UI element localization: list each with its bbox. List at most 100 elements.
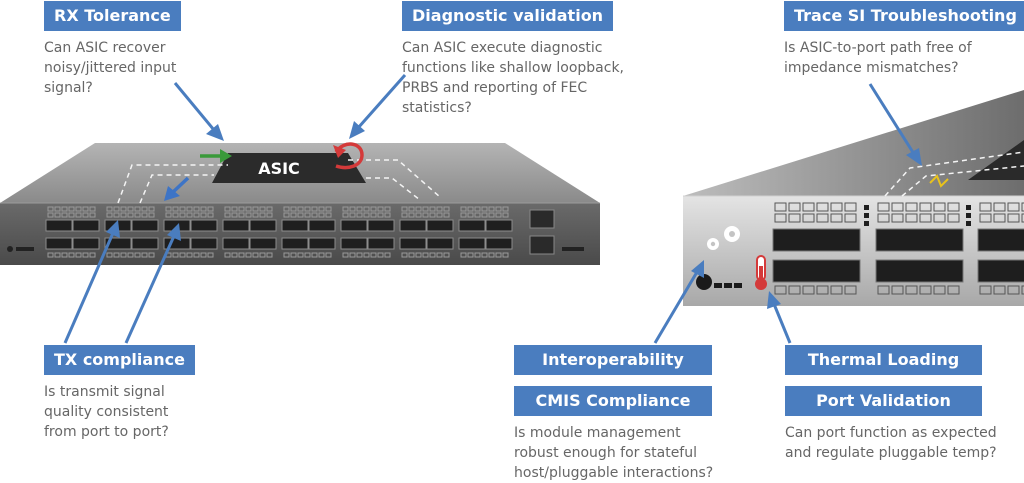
rx-tolerance-description: Can ASIC recover noisy/jittered input si… xyxy=(44,38,214,98)
port-cage xyxy=(89,212,96,218)
port-cage xyxy=(297,212,304,218)
port-cage xyxy=(325,252,332,258)
diagnostic-validation-description: Can ASIC execute diagnostic functions li… xyxy=(402,38,642,118)
asic-label: ASIC xyxy=(258,159,300,178)
port-cage xyxy=(266,212,273,218)
trace-dashed xyxy=(901,165,1024,197)
trace-dashed xyxy=(366,177,421,201)
right-switch xyxy=(683,90,1024,306)
port-cage xyxy=(290,212,297,218)
port-cage xyxy=(377,206,384,212)
port-cage xyxy=(297,252,304,258)
desc-line: Can port function as expected xyxy=(785,425,997,441)
port-cage xyxy=(89,252,96,258)
port-cage xyxy=(283,206,290,212)
port-cage xyxy=(429,212,436,218)
port-cage xyxy=(290,252,297,258)
port-cage xyxy=(283,212,290,218)
port-cage xyxy=(370,206,377,212)
left-switch: ASIC xyxy=(0,142,600,265)
desc-line: from port to port? xyxy=(44,424,169,440)
port-cage xyxy=(106,212,113,218)
trace-dashed xyxy=(348,159,441,198)
port-cage xyxy=(259,206,266,212)
port-cage xyxy=(207,212,214,218)
port-cage xyxy=(72,237,100,250)
port-cage xyxy=(933,213,946,223)
port-cage xyxy=(474,206,481,212)
port-cage xyxy=(259,212,266,218)
port-cage xyxy=(148,252,155,258)
port-cage xyxy=(308,237,336,250)
port-cage xyxy=(259,252,266,258)
desc-line: and regulate pluggable temp? xyxy=(785,445,997,461)
port-cage xyxy=(436,206,443,212)
port-cage xyxy=(131,237,159,250)
port-cage xyxy=(318,206,325,212)
port-cage xyxy=(252,252,259,258)
desc-line: Is module management xyxy=(514,425,681,441)
port-cages-zoomed xyxy=(772,202,1024,295)
port-cage xyxy=(1007,202,1020,212)
port-cage xyxy=(297,206,304,212)
port-cage xyxy=(966,205,971,210)
port-cage xyxy=(349,252,356,258)
port-cage xyxy=(443,212,450,218)
port-cage xyxy=(113,212,120,218)
port-cage xyxy=(148,206,155,212)
cmis-compliance-description: Is module management robust enough for s… xyxy=(514,423,744,483)
port-cage xyxy=(401,252,408,258)
port-cage xyxy=(349,206,356,212)
port-cage xyxy=(200,252,207,258)
port-cage xyxy=(377,212,384,218)
port-cage xyxy=(788,213,801,223)
port-cage xyxy=(415,206,422,212)
impedance-spark-icon xyxy=(929,174,949,188)
port-cage xyxy=(45,237,73,250)
green-input-arrow-icon xyxy=(200,149,232,163)
port-cage xyxy=(363,252,370,258)
port-cage xyxy=(249,237,277,250)
port-cage xyxy=(426,219,454,232)
port-cage xyxy=(68,212,75,218)
port-cage xyxy=(54,212,61,218)
port-cage xyxy=(488,206,495,212)
port-cage xyxy=(422,206,429,212)
port-cage xyxy=(304,212,311,218)
port-cages xyxy=(45,206,513,258)
desc-line: Is transmit signal xyxy=(44,384,165,400)
port-cage xyxy=(141,212,148,218)
port-cage xyxy=(266,206,273,212)
port-cage xyxy=(993,285,1006,295)
port-cage xyxy=(467,206,474,212)
port-cage xyxy=(186,252,193,258)
port-cage xyxy=(120,206,127,212)
port-cage xyxy=(399,219,427,232)
port-cage xyxy=(266,252,273,258)
port-cage xyxy=(919,213,932,223)
port-cage xyxy=(304,252,311,258)
port-cage xyxy=(502,212,509,218)
port-cage xyxy=(113,252,120,258)
port-cage xyxy=(224,206,231,212)
port-cage xyxy=(891,285,904,295)
desc-line: noisy/jittered input xyxy=(44,60,177,76)
port-cage xyxy=(89,206,96,212)
tx-compliance-description: Is transmit signal quality consistent fr… xyxy=(44,382,214,442)
port-cage xyxy=(875,259,964,283)
port-cage xyxy=(1021,213,1024,223)
port-cage xyxy=(830,202,843,212)
port-cage xyxy=(495,212,502,218)
port-cage xyxy=(460,252,467,258)
port-cage xyxy=(342,206,349,212)
port-cage xyxy=(966,221,971,226)
port-cage xyxy=(75,212,82,218)
port-cage xyxy=(249,219,277,232)
port-cage xyxy=(502,206,509,212)
desc-line: PRBS and reporting of FEC xyxy=(402,80,588,96)
rx-tolerance-label: RX Tolerance xyxy=(44,1,181,31)
port-cage xyxy=(82,206,89,212)
desc-line: robust enough for stateful xyxy=(514,445,697,461)
asic-chip-partial xyxy=(968,140,1024,180)
port-cage xyxy=(172,252,179,258)
